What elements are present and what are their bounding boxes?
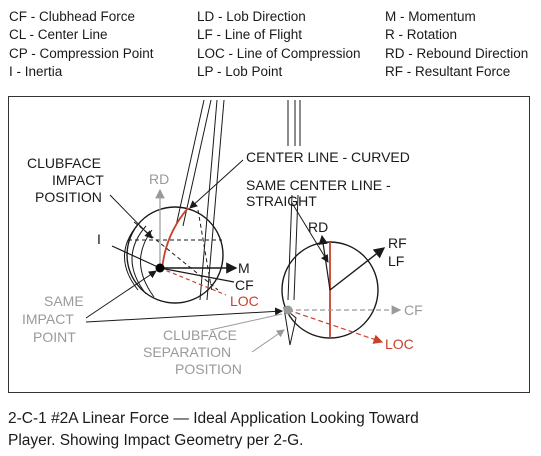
caption-line-1: 2-C-1 #2A Linear Force — Ideal Applicati… <box>8 410 419 427</box>
label-loc-left: LOC <box>230 293 259 309</box>
label-clubface-impact-3: POSITION <box>35 189 102 205</box>
legend-lp: LP - Lob Point <box>197 64 283 79</box>
label-rd-right: RD <box>308 219 328 235</box>
label-same-impact-2: IMPACT <box>22 311 74 327</box>
i-arrow <box>111 245 161 269</box>
left-club-shaft <box>175 99 225 301</box>
pointer-separation-2 <box>209 313 283 331</box>
pointer-center-curved <box>189 159 244 209</box>
left-clubface-arcs <box>124 221 155 298</box>
label-separation-1: CLUBFACE <box>163 327 237 343</box>
left-ball <box>126 206 224 304</box>
loc-right-arrow <box>287 309 384 344</box>
legend-m: M - Momentum <box>385 9 476 24</box>
legend-cf: CF - Clubhead Force <box>9 9 136 24</box>
legend-loc: LOC - Line of Compression <box>197 46 361 61</box>
pointer-same-impact-right <box>85 307 283 323</box>
label-rd-left: RD <box>149 171 169 187</box>
left-curved-center-line <box>161 207 189 271</box>
pointer-same-center <box>291 202 329 263</box>
label-same-center-1: SAME CENTER LINE - <box>246 177 391 193</box>
diagram-frame <box>8 96 530 393</box>
left-compression-point <box>155 263 165 273</box>
legend-rf: RF - Resultant Force <box>385 64 511 79</box>
label-center-line-curved: CENTER LINE - CURVED <box>246 149 410 165</box>
legend-r: R - Rotation <box>385 27 458 42</box>
label-m: M <box>238 260 250 276</box>
label-same-center-2: STRAIGHT <box>246 193 317 209</box>
pointer-separation <box>251 329 285 353</box>
loc-left-line <box>159 267 227 296</box>
label-clubface-impact-1: CLUBFACE <box>27 155 101 171</box>
pointer-clubface-impact <box>109 194 153 239</box>
caption-line-2: Player. Showing Impact Geometry per 2-G. <box>8 432 304 449</box>
legend-cp: CP - Compression Point <box>9 46 154 61</box>
label-loc-right: LOC <box>385 336 414 352</box>
legend-cl: CL - Center Line <box>9 27 108 42</box>
label-i: I <box>97 231 101 247</box>
label-same-impact-3: POINT <box>33 329 76 345</box>
legend-rd: RD - Rebound Direction <box>385 46 529 61</box>
rd-right-arrow <box>318 234 331 291</box>
legend-i: I - Inertia <box>9 64 63 79</box>
label-lf: LF <box>388 253 404 269</box>
legend-lf: LF - Line of Flight <box>197 27 303 42</box>
cf-left-arrow <box>159 267 235 283</box>
rf-lf-arrow <box>329 247 386 291</box>
label-cf-left: CF <box>235 277 254 293</box>
legend-ld: LD - Lob Direction <box>197 9 306 24</box>
label-rf: RF <box>388 235 407 251</box>
label-separation-3: POSITION <box>175 361 242 377</box>
figure-caption: 2-C-1 #2A Linear Force — Ideal Applicati… <box>8 408 533 452</box>
right-compression-point <box>283 305 293 315</box>
label-separation-2: SEPARATION <box>143 344 231 360</box>
label-clubface-impact-2: IMPACT <box>52 172 104 188</box>
pointer-same-impact-left <box>85 270 157 319</box>
label-same-impact-1: SAME <box>44 293 84 309</box>
label-cf-right: CF <box>404 302 423 318</box>
